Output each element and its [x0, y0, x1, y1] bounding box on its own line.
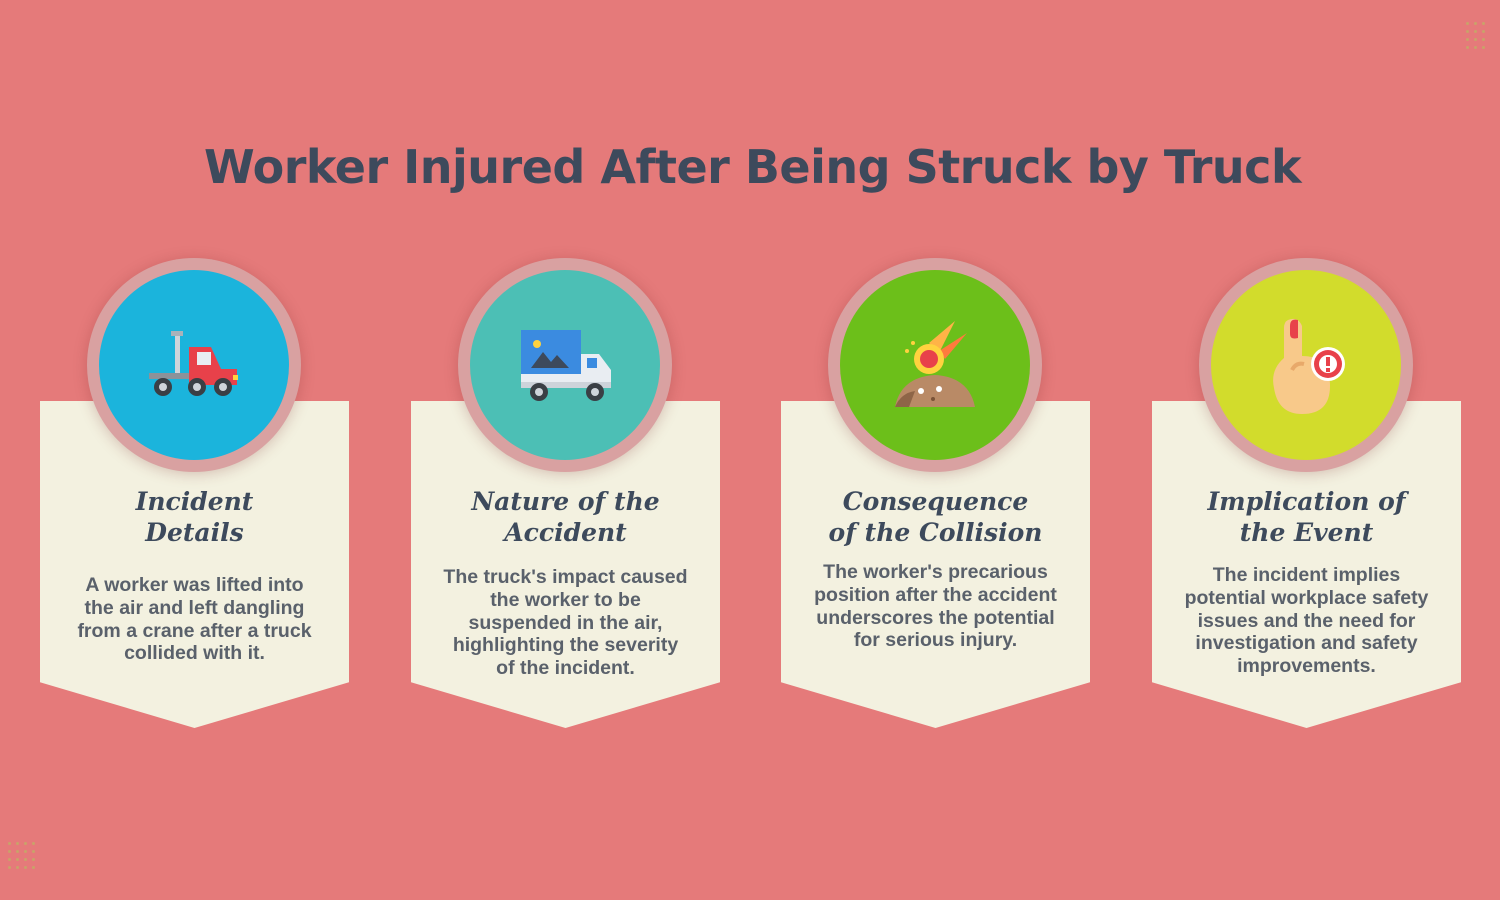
icon-ring [828, 258, 1042, 472]
injured-finger-icon [1273, 318, 1345, 414]
card-description: A worker was lifted into the air and lef… [77, 574, 312, 665]
card-description: The worker's precarious position after t… [814, 561, 1057, 652]
icon-ring [87, 258, 301, 472]
card-description: The truck's impact caused the worker to … [443, 566, 688, 680]
page-title: Worker Injured After Being Struck by Tru… [204, 140, 1302, 194]
decorative-dots-top-right [1466, 22, 1490, 56]
delivery-truck-icon [521, 330, 611, 401]
icon-disc [1211, 270, 1401, 460]
tow-truck-icon [149, 331, 238, 396]
icon-disc [470, 270, 660, 460]
icon-disc [840, 270, 1030, 460]
icon-disc [99, 270, 289, 460]
icon-ring [1199, 258, 1413, 472]
decorative-dots-bottom-left [8, 842, 42, 876]
card-description: The incident implies potential workplace… [1184, 564, 1429, 678]
icon-ring [458, 258, 672, 472]
meteor-impact-icon [895, 321, 975, 407]
